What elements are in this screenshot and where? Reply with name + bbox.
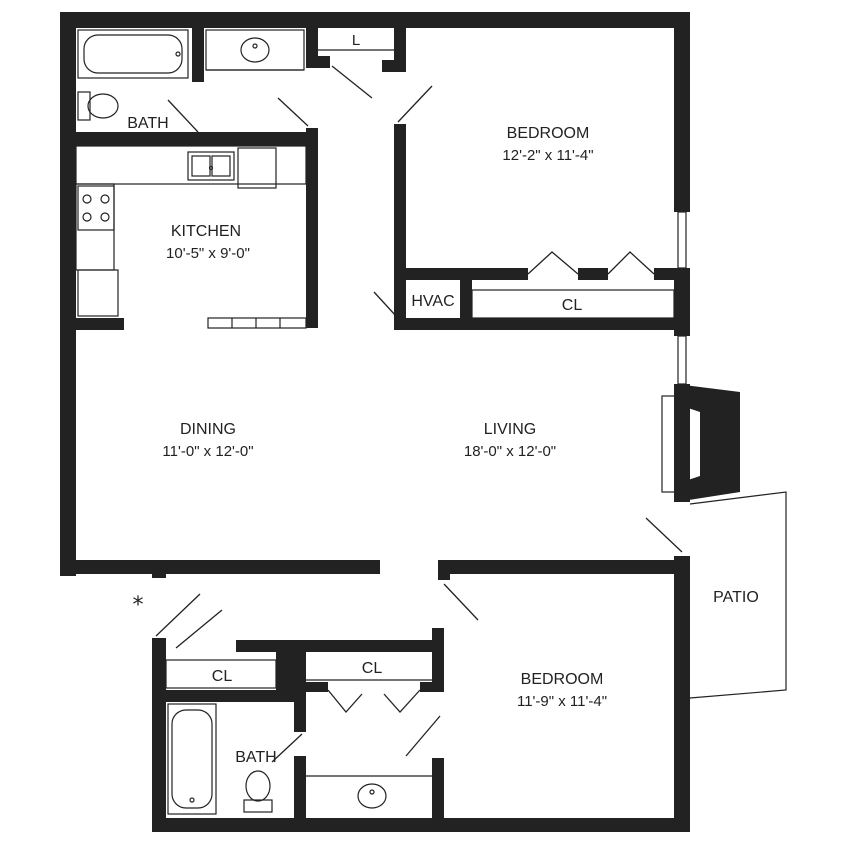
bedroom-2-label: BEDROOM (521, 671, 604, 688)
dining-label: DINING (180, 421, 236, 438)
sink-icon (306, 775, 432, 809)
patio-area (645, 491, 787, 699)
closet-bed1-box (471, 289, 675, 319)
fireplace-icon (661, 384, 740, 502)
interior-walls-upper (60, 12, 690, 330)
kitchen-label: KITCHEN (171, 223, 241, 240)
bathtub-icon (77, 29, 189, 79)
kitchen-bar (207, 317, 307, 329)
bath-top-door (167, 97, 309, 133)
toilet-icon (243, 770, 273, 813)
hvac-label: HVAC (411, 293, 454, 310)
closet-hall-box (165, 659, 277, 689)
dining-size: 11'-0" x 12'-0" (162, 443, 253, 460)
bath-top-label: BATH (127, 115, 168, 132)
entry-marker: * (133, 593, 144, 618)
interior-walls-lower (152, 556, 690, 832)
refrigerator-icon (237, 147, 277, 189)
toilet-icon (77, 91, 119, 121)
closet-bed2-bifold-doors (327, 689, 421, 714)
stove-icon (77, 185, 115, 231)
bath-bottom-door (271, 733, 303, 763)
closet-hall-label: CL (212, 668, 233, 685)
bedroom-2-size: 11'-9" x 11'-4" (517, 693, 607, 710)
bedroom-2-door (443, 583, 479, 621)
closet-bed2-label: CL (362, 660, 383, 677)
exterior-walls (60, 12, 690, 580)
kitchen-size: 10'-5" x 9'-0" (166, 245, 250, 262)
window-bottom (445, 819, 505, 831)
hvac-door (373, 291, 397, 317)
laundry-door (331, 65, 373, 99)
bath-bottom-vanity-door (405, 715, 441, 757)
laundry-label: L (352, 32, 360, 49)
bedroom-1-door (397, 85, 433, 123)
closet-bifold-doors (527, 251, 655, 275)
entry-doors (155, 593, 223, 649)
living-size: 18'-0" x 12'-0" (464, 443, 556, 460)
dishwasher-icon (77, 269, 119, 317)
sink-icon (205, 29, 305, 71)
bedroom-1-label: BEDROOM (507, 125, 590, 142)
bath-bottom-label: BATH (235, 749, 276, 766)
closet-bed1-label: CL (562, 297, 583, 314)
bedroom-1-size: 12'-2" x 11'-4" (502, 147, 593, 164)
patio-label: PATIO (713, 589, 759, 606)
bathtub-icon (167, 703, 217, 815)
living-label: LIVING (484, 421, 536, 438)
kitchen-sink-icon (187, 151, 235, 181)
